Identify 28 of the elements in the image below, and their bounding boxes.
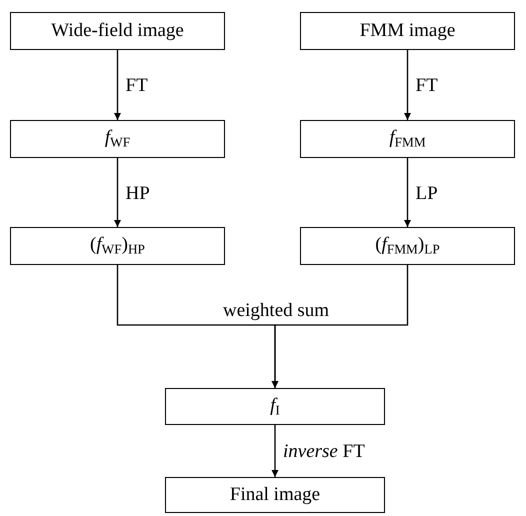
process-box: [10, 12, 225, 50]
box-label: Wide-field image: [51, 20, 184, 42]
edge-label: weighted sum: [223, 301, 330, 320]
arrow: [404, 158, 411, 227]
box-label: f$_{FMM}$: [389, 127, 426, 151]
process-box: [300, 120, 515, 158]
box-label: FMM image: [360, 20, 456, 42]
edge-label: inverse FT: [283, 442, 365, 461]
process-box: [10, 227, 225, 265]
box-label: f$_{WF}$: [104, 127, 130, 151]
process-box: [10, 120, 225, 158]
process-box: [165, 477, 385, 513]
arrow: [114, 158, 121, 227]
box-label: Final image: [230, 484, 320, 506]
process-box: [165, 388, 385, 425]
edge-label: FT: [126, 76, 148, 95]
arrow: [272, 265, 408, 388]
box-label: (f$_{WF}$)$_{HP}$: [90, 234, 145, 258]
edge-label: FT: [416, 76, 438, 95]
arrow: [404, 50, 411, 120]
arrow: [272, 425, 278, 477]
box-label: (f$_{FMM}$)$_{LP}$: [375, 234, 440, 258]
process-box: [300, 12, 515, 50]
edge-label: HP: [126, 184, 150, 202]
box-label: f$_{I}$: [270, 394, 280, 418]
process-box: [300, 227, 515, 265]
arrow: [114, 50, 121, 120]
edge-label: LP: [416, 184, 438, 202]
